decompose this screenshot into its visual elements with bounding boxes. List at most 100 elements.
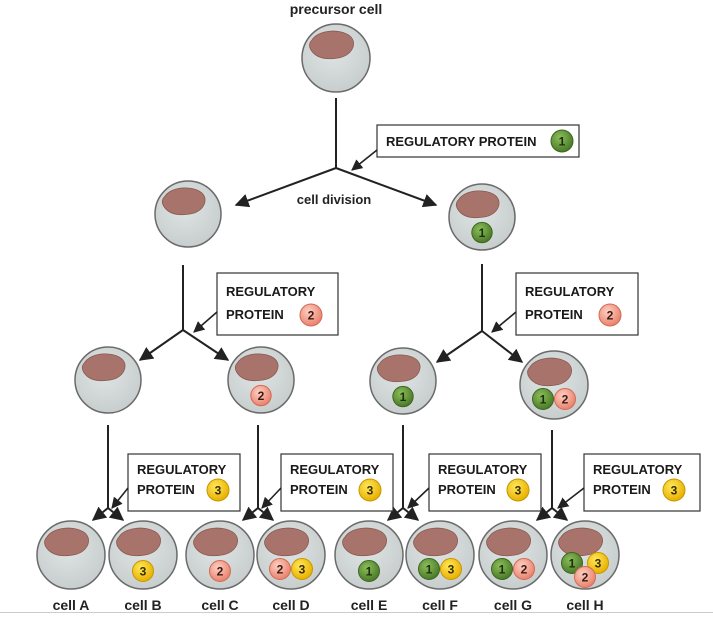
protein-box-3-a-line2: PROTEIN	[137, 482, 195, 497]
cell-c: 2	[185, 520, 255, 590]
cell-label-h: cell H	[566, 597, 603, 613]
protein-box-3-a-line1: REGULATORY	[137, 462, 227, 477]
gen1-left-cell	[154, 180, 222, 248]
gen1-right-cell: 1	[448, 183, 516, 251]
protein-box-3-c-line2: PROTEIN	[438, 482, 496, 497]
lineage-lines	[91, 98, 569, 521]
nucleus	[81, 353, 126, 382]
protein-3-badge	[206, 478, 230, 502]
protein-box-badge: 2	[299, 303, 323, 327]
protein-box-2-right: REGULATORY PROTEIN 2	[491, 272, 639, 336]
protein-1-badge-number: 1	[426, 563, 433, 577]
protein-3-badge	[587, 552, 609, 574]
protein-box-3-a: REGULATORY PROTEIN 3	[111, 453, 241, 512]
protein-box-3-b-line1: REGULATORY	[290, 462, 380, 477]
protein-box-2-left: REGULATORY PROTEIN 2	[193, 272, 339, 336]
cell-label-a: cell A	[53, 597, 90, 613]
protein-box-3-b-line2: PROTEIN	[290, 482, 348, 497]
cell-label-g: cell G	[494, 597, 532, 613]
nucleus	[309, 30, 354, 60]
protein-1-badge-number: 1	[479, 226, 486, 240]
nucleus	[527, 357, 572, 387]
nucleus	[486, 527, 531, 557]
nucleus	[161, 187, 206, 216]
protein-1-badge-number: 1	[540, 393, 547, 407]
gen2-c-cell: 1	[369, 347, 437, 415]
protein-3-badge-number: 3	[671, 484, 678, 498]
gen2-a-cell	[74, 346, 142, 414]
protein-box-3-b: REGULATORY PROTEIN 3	[261, 453, 394, 512]
precursor-cell-label: precursor cell	[290, 1, 383, 17]
protein-2-badge-number: 2	[521, 563, 528, 577]
protein-box-1-text: REGULATORY PROTEIN	[386, 134, 536, 149]
cell-division-label: cell division	[297, 192, 371, 207]
protein-2-badge	[250, 384, 272, 407]
gen2-b-cell: 2	[227, 346, 295, 414]
protein-box-3-c: REGULATORY PROTEIN 3	[407, 453, 542, 512]
cell-label-e: cell E	[351, 597, 388, 613]
nucleus	[376, 354, 421, 383]
protein-1-badge-number: 1	[400, 390, 407, 404]
cell-e: 1	[334, 520, 404, 590]
protein-1-badge-number: 1	[366, 565, 373, 579]
protein-1-badge	[358, 560, 380, 582]
protein-box-badge: 3	[662, 478, 686, 502]
protein-2-badge-number: 2	[308, 309, 315, 323]
nucleus	[234, 353, 279, 382]
cell-label-d: cell D	[272, 597, 309, 613]
protein-2-badge	[513, 558, 535, 580]
cell-b: 3	[108, 520, 178, 590]
protein-2-badge-number: 2	[277, 563, 284, 577]
protein-3-badge-number: 3	[515, 484, 522, 498]
protein-3-badge	[440, 558, 462, 580]
protein-1-badge	[471, 221, 493, 244]
cell-label-c: cell C	[201, 597, 238, 613]
nucleus	[44, 527, 89, 557]
protein-1-badge	[491, 558, 513, 580]
protein-3-badge-number: 3	[299, 563, 306, 577]
protein-box-3-d: REGULATORY PROTEIN 3	[557, 453, 701, 512]
nucleus	[342, 527, 387, 557]
protein-2-badge	[574, 566, 596, 588]
precursor-cell	[301, 23, 371, 93]
protein-2-badge-number: 2	[217, 565, 224, 579]
protein-1-badge-number: 1	[499, 563, 506, 577]
protein-box-badge: 3	[358, 478, 382, 502]
protein-2-badge-number: 2	[607, 309, 614, 323]
protein-box-3-d-line2: PROTEIN	[593, 482, 651, 497]
protein-3-badge-number: 3	[595, 557, 602, 571]
protein-3-badge-number: 3	[448, 563, 455, 577]
protein-3-badge-number: 3	[140, 565, 147, 579]
nucleus	[455, 190, 500, 219]
protein-box-1: REGULATORY PROTEIN 1	[351, 124, 580, 171]
protein-1-badge	[532, 388, 554, 410]
protein-1-badge	[392, 385, 414, 408]
cell-a	[36, 520, 106, 590]
protein-2-badge-number: 2	[562, 393, 569, 407]
nucleus	[193, 527, 238, 557]
protein-1-badge	[550, 129, 574, 153]
cell-label-b: cell B	[124, 597, 161, 613]
protein-box-badge: 3	[506, 478, 530, 502]
protein-box-2-left-line1: REGULATORY	[226, 284, 316, 299]
protein-1-badge-number: 1	[569, 557, 576, 571]
cell-label-f: cell F	[422, 597, 458, 613]
protein-1-badge	[561, 552, 583, 574]
protein-3-badge	[291, 558, 313, 580]
nucleus	[558, 527, 603, 557]
protein-2-badge-number: 2	[258, 389, 265, 403]
nucleus	[413, 527, 458, 557]
protein-box-3-d-line1: REGULATORY	[593, 462, 683, 477]
protein-box-2-right-line1: REGULATORY	[525, 284, 615, 299]
protein-2-badge-number: 2	[582, 571, 589, 585]
nucleus	[116, 527, 161, 557]
protein-3-badge	[506, 478, 530, 502]
protein-2-badge	[299, 303, 323, 327]
protein-3-badge-number: 3	[215, 484, 222, 498]
protein-2-badge	[554, 388, 576, 410]
